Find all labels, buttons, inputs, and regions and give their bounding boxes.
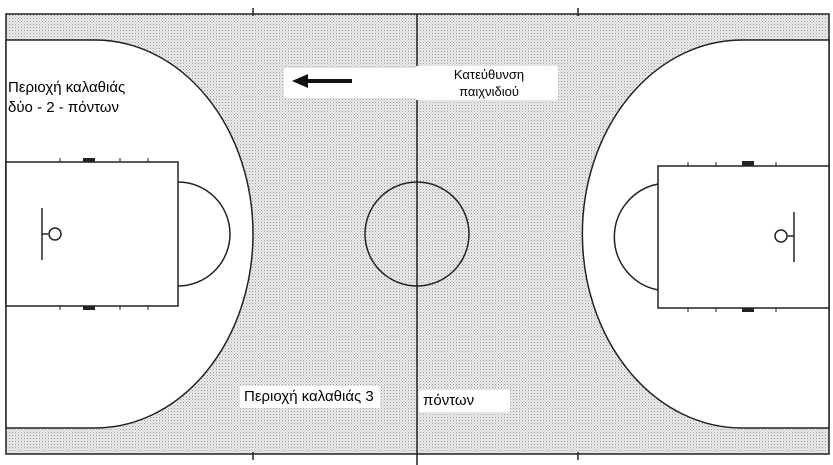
right-key bbox=[657, 165, 830, 309]
direction-arrow-box bbox=[284, 68, 416, 98]
left-rim bbox=[48, 227, 62, 241]
left-lane-block-bottom bbox=[83, 306, 95, 310]
right-rim bbox=[774, 229, 788, 243]
center-circle bbox=[364, 181, 470, 287]
two-point-area-label: Περιοχή καλαθιάς δύο - 2 - πόντων bbox=[8, 78, 178, 118]
three-point-area-label-suffix: πόντων bbox=[419, 390, 511, 412]
left-free-throw-arc bbox=[177, 181, 231, 287]
two-point-label-line1: Περιοχή καλαθιάς bbox=[8, 79, 126, 96]
arrow-left-icon bbox=[292, 74, 352, 88]
direction-label-line1: Κατεύθυνση bbox=[453, 67, 525, 82]
three-point-area-label: Περιοχή καλαθιάς 3 bbox=[240, 386, 380, 408]
right-lane-block-bottom bbox=[742, 308, 754, 312]
left-lane-block-top bbox=[83, 158, 95, 162]
left-key bbox=[5, 161, 179, 307]
right-lane-block-top bbox=[742, 161, 754, 166]
two-point-label-line2: δύο - 2 - πόντων bbox=[8, 99, 120, 116]
direction-label-line2: παιχνιδιού bbox=[459, 84, 519, 99]
direction-of-play-label: Κατεύθυνση παιχνιδιού bbox=[416, 66, 558, 100]
right-free-throw-arc bbox=[613, 183, 659, 291]
